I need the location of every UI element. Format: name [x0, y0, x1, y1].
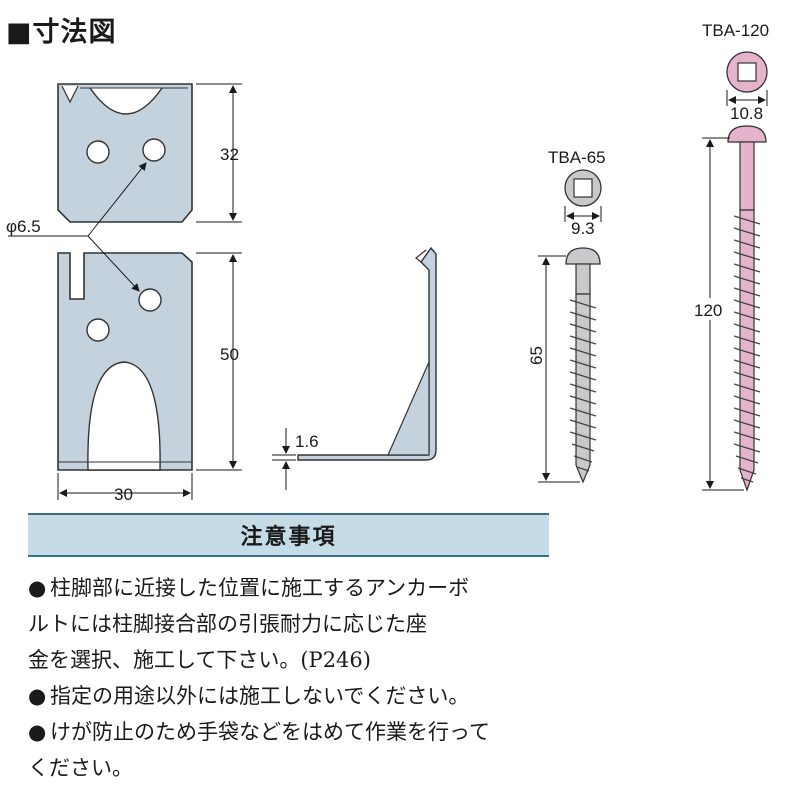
- note-text: 金を選択、施工して下さい。(P246): [28, 648, 371, 672]
- note-line: ください。: [28, 750, 568, 786]
- thickness-label: 1.6: [295, 432, 319, 451]
- screw-name-tba-120: TBA-120: [702, 21, 769, 40]
- bracket-side-view: [297, 246, 437, 461]
- notes-title: 注意事項: [240, 525, 337, 550]
- bracket-upper-plate: [57, 83, 193, 223]
- dimension-label-30: 30: [114, 485, 133, 504]
- screw-tba-65-length-label: 65: [527, 346, 546, 365]
- note-line: ルトには柱脚接合部の引張耐力に応じた座: [28, 606, 568, 642]
- dimension-9.3: [564, 206, 602, 222]
- note-line: ●指定の用途以外には施工しないでください。: [28, 678, 568, 714]
- bracket-hole: [142, 138, 166, 162]
- note-text: けが防止のため手袋などをはめて作業を行って: [50, 720, 490, 744]
- note-text: 指定の用途以外には施工しないでください。: [50, 684, 470, 708]
- screw-tba-120-head-top: [726, 51, 768, 93]
- screw-tba-65-head-top: [564, 169, 602, 207]
- dimension-32: [196, 83, 242, 223]
- dimension-label-50: 50: [220, 345, 239, 364]
- bullet: ●: [28, 720, 47, 744]
- note-line: ●柱脚部に近接した位置に施工するアンカーボ: [28, 570, 568, 606]
- bracket-lower-plate: [57, 252, 193, 471]
- dimension-30: [57, 473, 193, 500]
- list-item: ●指定の用途以外には施工しないでください。: [28, 678, 568, 714]
- bracket-hole: [138, 288, 162, 312]
- bracket-hole: [86, 140, 110, 164]
- notes-list: ●柱脚部に近接した位置に施工するアンカーボ ルトには柱脚接合部の引張耐力に応じた…: [28, 570, 568, 786]
- dimension-65: [538, 255, 580, 483]
- screw-tba-120-head-label: 10.8: [730, 104, 763, 123]
- hole-diameter-label: φ6.5: [6, 217, 41, 236]
- note-line: 金を選択、施工して下さい。(P246): [28, 642, 568, 678]
- page-heading: ■寸法図: [6, 17, 117, 48]
- dimension-50: [196, 252, 242, 471]
- bullet: ●: [28, 576, 47, 600]
- bracket-hole: [86, 318, 110, 342]
- list-item: ●けが防止のため手袋などをはめて作業を行って ください。: [28, 714, 568, 786]
- screw-tba-65-body: [565, 247, 601, 484]
- note-text: 柱脚部に近接した位置に施工するアンカーボ: [50, 576, 470, 600]
- hole-leader: [8, 162, 147, 292]
- note-line: ●けが防止のため手袋などをはめて作業を行って: [28, 714, 568, 750]
- dimension-120-label-bg: [693, 298, 727, 320]
- dimension-1.6: [272, 428, 296, 490]
- notes-title-bar: 注意事項: [28, 513, 549, 557]
- screw-tba-65-head-label: 9.3: [571, 219, 595, 238]
- dimension-10.8: [726, 90, 768, 106]
- dimension-label-32: 32: [220, 145, 239, 164]
- screw-tba-120-length-label: 120: [694, 301, 722, 320]
- note-text: ください。: [28, 756, 133, 780]
- bullet: ●: [28, 684, 47, 708]
- note-text: ルトには柱脚接合部の引張耐力に応じた座: [28, 612, 427, 636]
- screw-name-tba-65: TBA-65: [548, 148, 606, 167]
- dimension-drawing: φ6.5 32 50 30 1.6 TBA-65: [6, 21, 769, 504]
- list-item: ●柱脚部に近接した位置に施工するアンカーボ ルトには柱脚接合部の引張耐力に応じた…: [28, 570, 568, 678]
- screw-tba-120-body: [727, 125, 767, 492]
